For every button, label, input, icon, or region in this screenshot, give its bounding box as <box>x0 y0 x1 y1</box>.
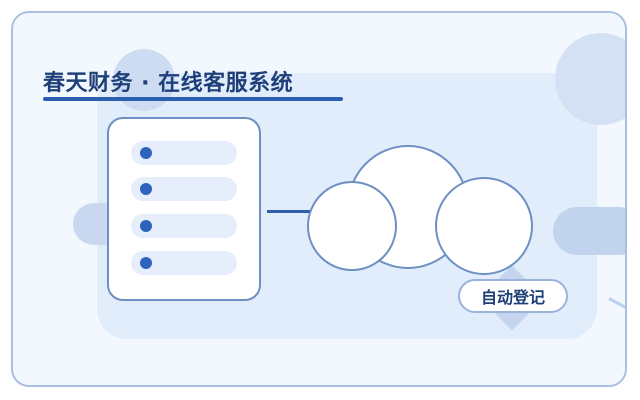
cloud-circle-right <box>435 177 533 275</box>
bullet-dot-icon <box>140 183 152 195</box>
connector-line <box>267 210 333 213</box>
list-item <box>131 141 237 165</box>
title-underline <box>43 97 343 101</box>
decorative-pill <box>553 207 625 255</box>
page-title: 春天财务 · 在线客服系统 <box>43 71 294 96</box>
decorative-stroke <box>608 297 625 319</box>
list-item <box>131 214 237 238</box>
decorative-circle <box>555 33 625 125</box>
bullet-dot-icon <box>140 147 152 159</box>
cloud-circle-left <box>307 181 397 271</box>
auto-register-button[interactable]: 自动登记 <box>458 279 568 313</box>
bullet-dot-icon <box>140 257 152 269</box>
illustration-card: 春天财务 · 在线客服系统 自动登记 <box>11 11 627 387</box>
document-list-panel <box>107 117 261 301</box>
bullet-dot-icon <box>140 220 152 232</box>
list-item <box>131 177 237 201</box>
list-item <box>131 251 237 275</box>
